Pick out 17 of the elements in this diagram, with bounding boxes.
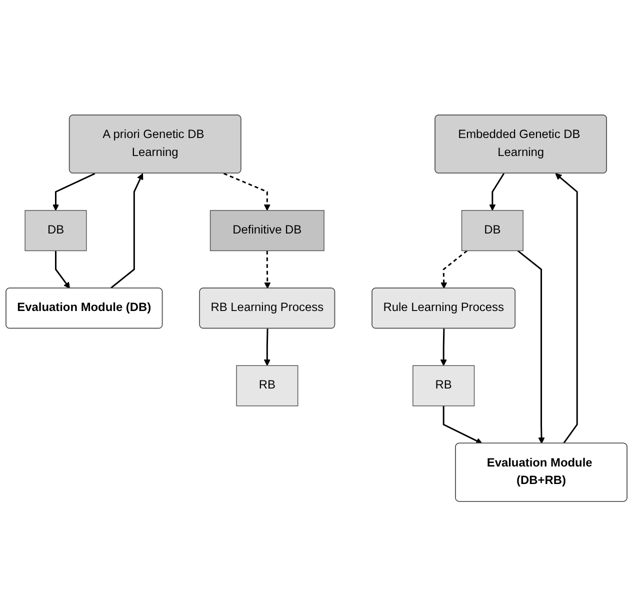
arrow: [52, 172, 96, 211]
node-box: RB: [236, 365, 298, 406]
node-box: DB: [461, 210, 524, 251]
arrow: [110, 173, 144, 289]
arrow: [440, 328, 447, 366]
node-box: Definitive DB: [210, 210, 324, 251]
arrow: [223, 172, 270, 211]
node-box: RB: [412, 365, 475, 406]
arrow: [517, 250, 545, 444]
arrow: [555, 173, 578, 444]
node-box: DB: [24, 210, 87, 251]
arrow: [440, 250, 468, 289]
arrow: [264, 250, 271, 289]
arrow: [55, 250, 70, 289]
arrow: [264, 328, 270, 366]
arrow: [442, 406, 482, 444]
arrow: [489, 172, 505, 211]
